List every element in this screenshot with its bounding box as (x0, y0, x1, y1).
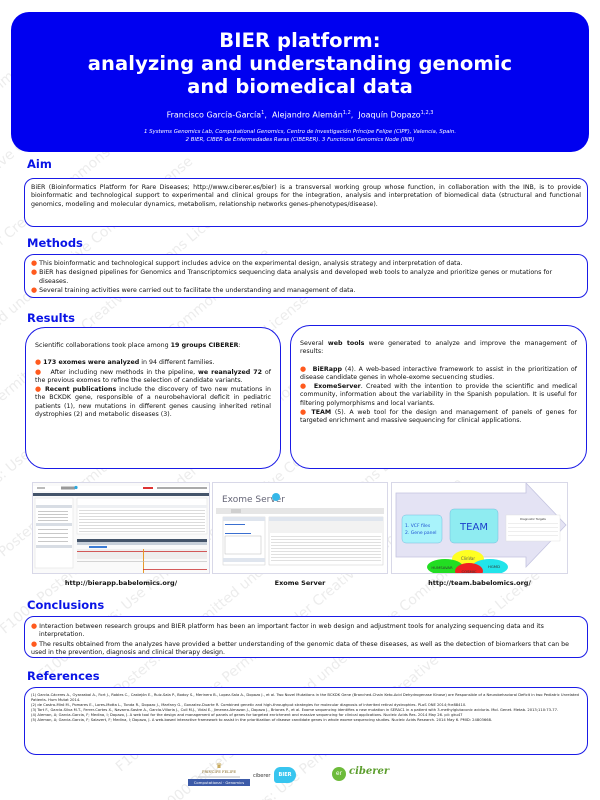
reference-item: (2) de Castro-Miró M., Pomares E., Lores… (31, 703, 467, 707)
author: Francisco García-García (166, 110, 262, 120)
ciberer-bier-logo: ciberer BIER (253, 766, 299, 786)
aim-heading: Aim (27, 157, 52, 171)
aim-text: BiER (Bioinformatics Platform for Rare D… (31, 184, 581, 208)
authors: Francisco García-García1, Alejandro Alem… (166, 110, 434, 120)
reference-item: (4) Aleman, A; Garcia-Garcia, F; Medina,… (31, 713, 463, 717)
team-screenshot: 1. VCF files 2. Gene panel TEAM Diagnost… (391, 482, 568, 574)
aim-box: BiER (Bioinformatics Platform for Rare D… (24, 178, 588, 227)
results-heading: Results (27, 311, 75, 325)
bierapp-ui-thumbnail (33, 483, 209, 573)
bullet-icon: ● (35, 358, 42, 367)
webtool-item: ● ExomeServer. Created with the intentio… (300, 382, 577, 407)
bullet-icon: ● (31, 285, 38, 294)
methods-item: ● Several training activities were carri… (31, 285, 356, 294)
results-item: ● After including new methods in the pip… (35, 367, 271, 384)
reference-item: (1) García-Cáceres A., Oyarzabal A., For… (31, 693, 579, 702)
team-link[interactable]: http://team.babelomics.org/ (428, 579, 531, 587)
reference-item: (5) Aleman, A; Garcia-Garcia, F; Salaver… (31, 718, 493, 722)
webtool-item: ● BiERapp (4). A web-based interactive f… (300, 364, 578, 381)
svg-text:TEAM: TEAM (459, 522, 488, 533)
exome-server-screenshot: Exome Server (212, 482, 388, 574)
bullet-icon: ● (31, 639, 38, 648)
svg-text:1. VCF files: 1. VCF files (405, 523, 431, 529)
crown-icon: ♛ (215, 762, 223, 770)
bullet-icon: ● (300, 408, 308, 417)
results-collaborations-box: Scientific collaborations took place amo… (25, 327, 281, 469)
svg-text:ClinVar: ClinVar (461, 556, 475, 561)
results-item: ● 173 exomes were analyzed in 94 differe… (35, 358, 215, 367)
bullet-icon: ● (31, 259, 38, 267)
ciberer-logo: er ciberer (332, 765, 394, 785)
svg-text:2. Gene panel: 2. Gene panel (405, 530, 437, 536)
conclusion-item: ● The results obtained from the analyzes… (31, 639, 570, 656)
methods-item: ● This bioinformatic and technological s… (31, 259, 463, 267)
author: Joaquín Dopazo (358, 110, 421, 120)
conclusion-item: ● Interaction between research groups an… (31, 622, 544, 639)
methods-item: ● BiER has designed pipelines for Genomi… (31, 268, 553, 285)
affiliations: 1 Systems Genomics Lab, Computational Ge… (143, 128, 457, 143)
svg-text:Diagnostic Targets: Diagnostic Targets (520, 517, 546, 521)
references-heading: References (27, 669, 100, 683)
methods-box: ● This bioinformatic and technological s… (24, 254, 588, 298)
conclusions-box: ● Interaction between research groups an… (24, 616, 588, 658)
bullet-icon: ● (35, 367, 42, 376)
svg-text:Exome Server: Exome Server (222, 495, 285, 505)
bullet-icon: ● (300, 364, 307, 373)
references-box: (1) García-Cáceres A., Oyarzabal A., For… (24, 687, 588, 755)
bullet-icon: ● (35, 385, 43, 394)
exome-server-ui-thumbnail: Exome Server (213, 483, 387, 573)
team-workflow-diagram: 1. VCF files 2. Gene panel TEAM Diagnost… (392, 483, 567, 574)
webtool-item: ● TEAM (5). A web tool for the design an… (300, 408, 577, 425)
methods-heading: Methods (27, 236, 83, 250)
results-webtools-box: Several web tools were generated to anal… (290, 325, 587, 469)
results-intro: Scientific collaborations took place amo… (35, 342, 241, 349)
cipf-logo: ♛ PRINCIPE FELIPE Computational · Genomi… (188, 762, 250, 786)
poster-header: BIER platform: analyzing and understandi… (11, 12, 589, 152)
bullet-icon: ● (300, 382, 308, 391)
svg-text:COSMIC: COSMIC (461, 569, 476, 574)
svg-text:HGMD: HGMD (488, 564, 500, 569)
webtools-intro: Several web tools were generated to anal… (300, 340, 578, 356)
results-item: ● Recent publications include the discov… (35, 385, 271, 419)
bierapp-link[interactable]: http://bierapp.babelomics.org/ (64, 579, 178, 587)
reference-item: (3) Tort F., García-Silva M.T., Ferrer-C… (31, 708, 559, 712)
poster-title: BIER platform: analyzing and understandi… (87, 29, 513, 98)
svg-text:HUMSAVAR: HUMSAVAR (431, 565, 453, 570)
author: Alejandro Alemán (271, 110, 343, 120)
conclusions-heading: Conclusions (27, 598, 105, 612)
bierapp-screenshot (32, 482, 210, 574)
bullet-icon: ● (31, 268, 38, 277)
sponsor-logos: ♛ PRINCIPE FELIPE Computational · Genomi… (0, 760, 600, 800)
bullet-icon: ● (31, 622, 38, 630)
exome-server-caption: Exome Server (274, 579, 326, 587)
